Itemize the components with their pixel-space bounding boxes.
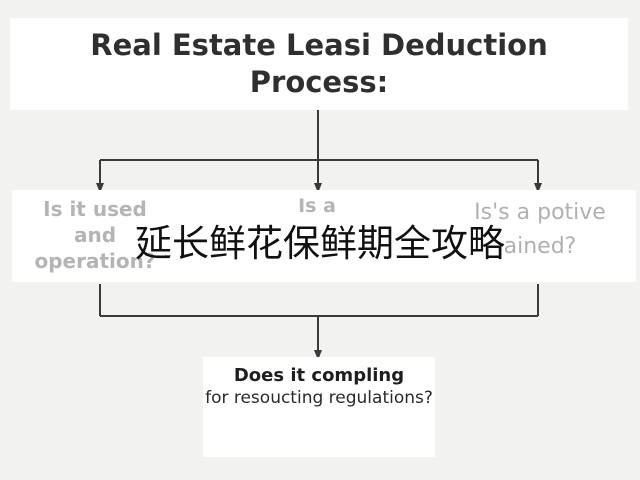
result-question-rest: for resoucting regulations? (205, 388, 433, 408)
questions-band: Is it used and operation? Is a Is's a po… (12, 190, 636, 282)
title-box: Real Estate Leasi Deduction Process: (10, 18, 628, 110)
diagram-title: Real Estate Leasi Deduction Process: (90, 28, 548, 99)
result-question-head: Does it compling (233, 365, 405, 386)
question-middle: Is a (298, 195, 336, 217)
overlay-caption: 延长鲜花保鲜期全攻略 (135, 222, 505, 265)
question-left: Is it used and operation? (34, 197, 156, 273)
question-right: Is's a potive ained? (474, 200, 606, 259)
result-box: Does it compling for resoucting regulati… (203, 357, 435, 457)
